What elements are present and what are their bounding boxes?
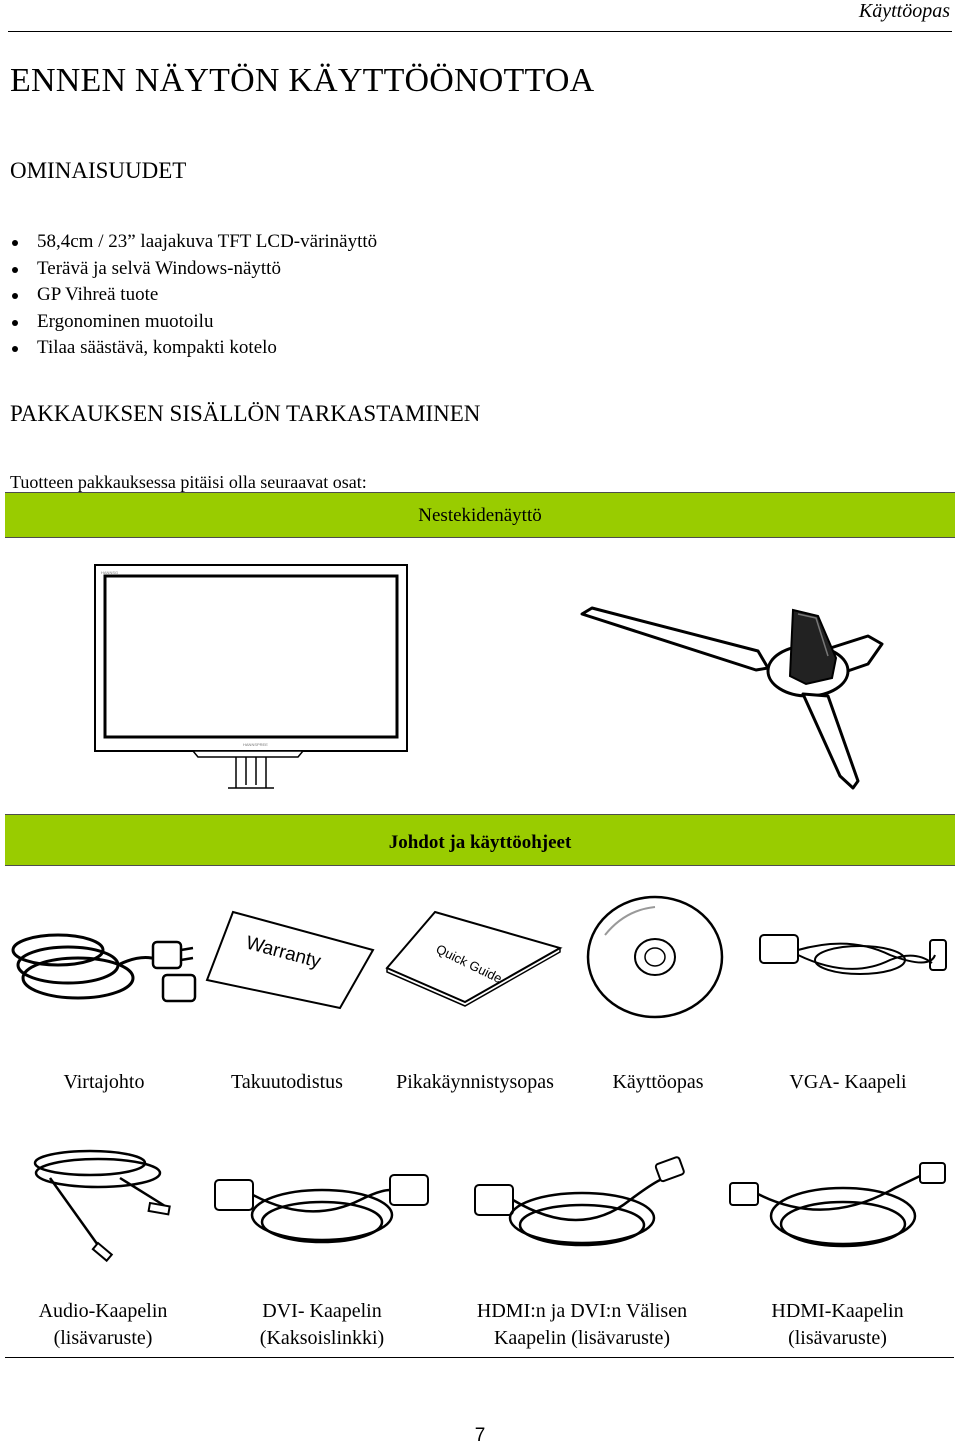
svg-text:HANNSG: HANNSG: [101, 570, 118, 575]
header-divider: [8, 31, 952, 32]
feature-item: Ergonominen muotoilu: [10, 309, 377, 336]
quick-guide-illustration: Quick Guide: [385, 910, 563, 1007]
monitor-illustration: HANNSG HANNSPREE: [94, 564, 408, 789]
hdmi-dvi-cable-illustration: [474, 1156, 685, 1247]
cables-section-bar: Johdot ja käyttöohjeet: [5, 814, 955, 866]
feature-item: Terävä ja selvä Windows-näyttö: [10, 256, 377, 283]
svg-text:HANNSPREE: HANNSPREE: [243, 742, 268, 747]
stand-base-illustration: [580, 606, 884, 790]
item-label-line: (Kaksoislinkki): [259, 1327, 385, 1349]
audio-cable-illustration: [33, 1149, 171, 1263]
warranty-card-illustration: Warranty: [205, 910, 375, 1010]
cd-manual-illustration: [586, 895, 724, 1019]
item-label-line: (lisävaruste): [53, 1327, 153, 1349]
item-label-line: Audio-Kaapelin: [38, 1300, 168, 1322]
vga-cable-illustration: [759, 934, 947, 975]
item-label-hdmi-dvi-cable: HDMI:n ja DVI:n Välisen Kaapelin (lisäva…: [452, 1298, 712, 1352]
bottom-divider: [5, 1357, 954, 1358]
features-heading: OMINAISUUDET: [10, 158, 187, 183]
features-list: 58,4cm / 23” laajakuva TFT LCD-värinäytt…: [10, 229, 377, 362]
item-label-line: Kaapelin (lisävaruste): [493, 1327, 671, 1349]
feature-item: 58,4cm / 23” laajakuva TFT LCD-värinäytt…: [10, 229, 377, 256]
package-heading: PAKKAUKSEN SISÄLLÖN TARKASTAMINEN: [10, 401, 481, 426]
item-label-line: HDMI-Kaapelin: [771, 1300, 904, 1322]
item-label-audio-cable: Audio-Kaapelin (lisävaruste): [8, 1298, 198, 1352]
item-label-power-cord: Virtajohto: [63, 1071, 145, 1093]
manual-header-label: Käyttöopas: [858, 0, 950, 22]
feature-item: GP Vihreä tuote: [10, 282, 377, 309]
item-label-hdmi-cable: HDMI-Kaapelin (lisävaruste): [745, 1298, 930, 1352]
item-label-line: HDMI:n ja DVI:n Välisen: [476, 1300, 688, 1322]
monitor-section-bar: Nestekidenäyttö: [5, 492, 955, 538]
power-cord-illustration: [11, 933, 197, 1003]
package-intro: Tuotteen pakkauksessa pitäisi olla seura…: [10, 472, 367, 492]
page-title: ENNEN NÄYTÖN KÄYTTÖÖNOTTOA: [10, 62, 595, 99]
dvi-cable-illustration: [214, 1174, 429, 1244]
item-label-line: DVI- Kaapelin: [262, 1300, 382, 1322]
item-label-quick-guide: Pikakäynnistysopas: [396, 1071, 554, 1093]
hdmi-cable-illustration: [729, 1162, 946, 1248]
item-label-line: (lisävaruste): [788, 1327, 887, 1349]
page-number: 7: [474, 1425, 486, 1446]
feature-item: Tilaa säästävä, kompakti kotelo: [10, 335, 377, 362]
item-label-dvi-cable: DVI- Kaapelin (Kaksoislinkki): [222, 1298, 422, 1352]
item-label-warranty: Takuutodistus: [231, 1071, 343, 1093]
item-label-manual: Käyttöopas: [612, 1071, 704, 1093]
item-label-vga-cable: VGA- Kaapeli: [789, 1071, 907, 1093]
